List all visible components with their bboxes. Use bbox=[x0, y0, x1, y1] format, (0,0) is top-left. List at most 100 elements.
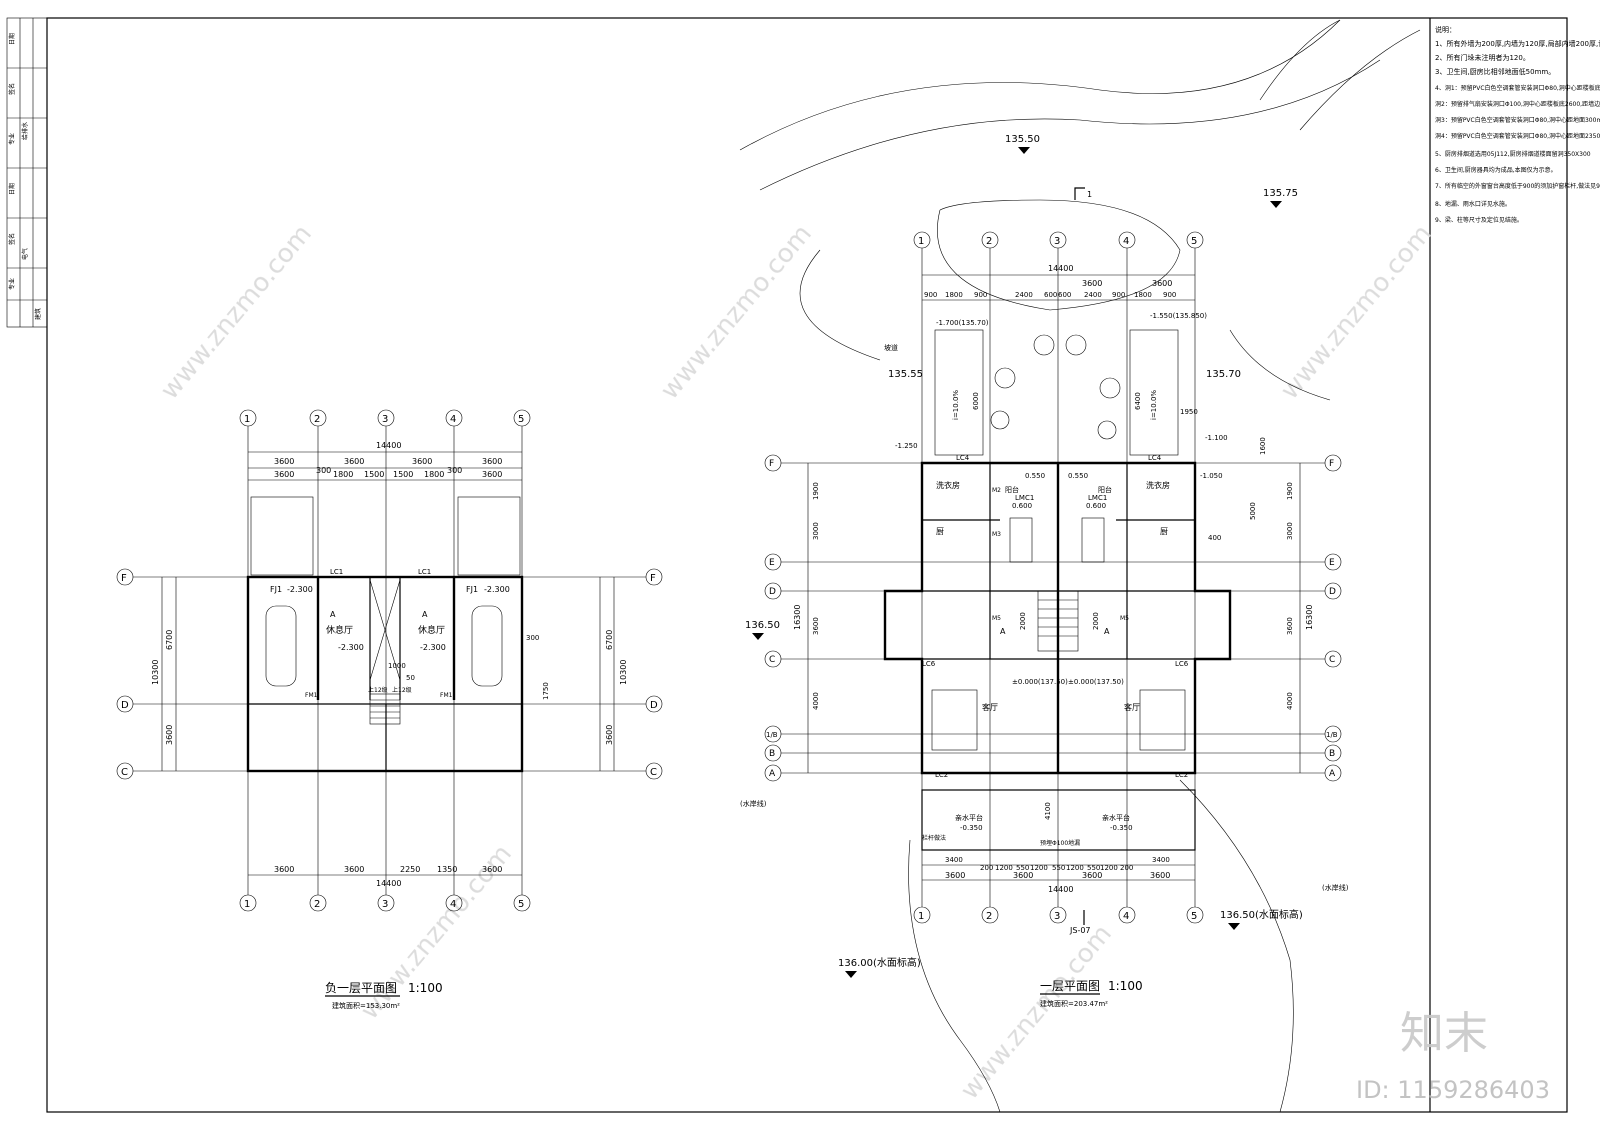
svg-text:1500: 1500 bbox=[364, 470, 384, 479]
svg-text:0.600: 0.600 bbox=[1012, 502, 1032, 510]
svg-text:D: D bbox=[769, 587, 776, 597]
gf-room-kitchen-l: 厨 bbox=[936, 527, 944, 536]
svg-text:200: 200 bbox=[980, 864, 993, 872]
svg-text:5: 5 bbox=[1191, 236, 1197, 247]
svg-text:14400: 14400 bbox=[376, 879, 401, 888]
gf-elev-1: 135.50 bbox=[1005, 134, 1040, 145]
svg-text:FJ1: FJ1 bbox=[466, 585, 478, 594]
svg-text:400: 400 bbox=[1208, 534, 1221, 542]
svg-text:M2: M2 bbox=[992, 487, 1001, 494]
svg-text:2400: 2400 bbox=[1015, 291, 1033, 299]
bsmt-axes-side: F D C F D C bbox=[116, 568, 663, 780]
gf-section-top: 1 bbox=[1087, 190, 1092, 199]
svg-text:E: E bbox=[769, 558, 775, 568]
svg-text:F: F bbox=[650, 573, 656, 584]
tb-row-5: 专业 bbox=[8, 278, 16, 290]
svg-text:A: A bbox=[769, 769, 776, 779]
gf-area: 建筑面积=203.47m² bbox=[1040, 999, 1108, 1008]
note-4c: 洞3：预留PVC白色空调套管安装洞口Φ80,洞中心距地面300mm。 bbox=[1435, 116, 1600, 124]
svg-text:3600: 3600 bbox=[1082, 279, 1102, 288]
svg-text:1200: 1200 bbox=[995, 864, 1013, 872]
svg-text:-1.050: -1.050 bbox=[1200, 472, 1223, 480]
svg-text:栏杆做法: 栏杆做法 bbox=[922, 834, 946, 842]
svg-text:LC6: LC6 bbox=[922, 660, 936, 668]
gf-room-laundry-l: 洗衣房 bbox=[936, 480, 960, 490]
svg-text:300: 300 bbox=[316, 466, 331, 475]
gf-room-platform-l: 亲水平台 bbox=[955, 813, 983, 822]
svg-text:3: 3 bbox=[382, 414, 388, 425]
note-4: 4、洞1：预留PVC白色空调套管安装洞口Φ80,洞中心距楼板底550,距墙边20… bbox=[1435, 84, 1600, 92]
svg-text:1: 1 bbox=[244, 414, 250, 425]
svg-text:上12级: 上12级 bbox=[368, 686, 388, 694]
svg-text:900: 900 bbox=[1112, 291, 1125, 299]
svg-text:C: C bbox=[121, 767, 128, 778]
svg-text:i=10.0%: i=10.0% bbox=[952, 390, 960, 420]
bsmt-scale: 1:100 bbox=[408, 981, 443, 995]
tb-row-2: 专业 bbox=[8, 133, 16, 145]
plan-basement: 1 2 3 4 5 1 2 3 4 5 F D C F D C bbox=[116, 409, 663, 1010]
svg-text:550: 550 bbox=[1016, 864, 1029, 872]
tb-disc-2: 建筑 bbox=[34, 308, 42, 320]
gf-room-living-l: 客厅 bbox=[982, 702, 998, 712]
note-1: 1、所有外墙为200厚,内墙为120厚,局部内墙200厚,详平面图。 bbox=[1435, 39, 1600, 48]
tb-row-4: 签名 bbox=[8, 233, 16, 245]
svg-text:D: D bbox=[1329, 587, 1336, 597]
svg-text:3000: 3000 bbox=[812, 522, 820, 540]
svg-text:上12级: 上12级 bbox=[392, 686, 412, 694]
svg-text:3600: 3600 bbox=[1152, 279, 1172, 288]
wm-site-1: www.znzmo.com bbox=[155, 219, 318, 405]
svg-text:C: C bbox=[1329, 655, 1335, 665]
gf-title: 一层平面图 bbox=[1040, 979, 1100, 993]
svg-text:3: 3 bbox=[1054, 236, 1060, 247]
gf-elev-3: 135.55 bbox=[888, 369, 923, 380]
svg-text:LMC1: LMC1 bbox=[1015, 494, 1034, 502]
svg-text:600: 600 bbox=[1058, 291, 1071, 299]
svg-text:1200: 1200 bbox=[1030, 864, 1048, 872]
site-contours bbox=[739, 19, 1421, 1113]
wm-logo: 知末 bbox=[1400, 1008, 1488, 1059]
svg-text:10300: 10300 bbox=[619, 660, 628, 685]
svg-text:3600: 3600 bbox=[274, 865, 294, 874]
wm-site-5: www.znzmo.com bbox=[955, 919, 1118, 1105]
svg-text:1/B: 1/B bbox=[766, 731, 778, 739]
note-4b: 洞2：预留排气扇安装洞口Φ100,洞中心距楼板底2600,距墙边200; bbox=[1435, 100, 1600, 108]
svg-text:2000: 2000 bbox=[1092, 612, 1100, 630]
wm-id: ID: 1159286403 bbox=[1356, 1076, 1550, 1104]
svg-text:F: F bbox=[769, 459, 774, 469]
svg-text:4: 4 bbox=[450, 899, 456, 910]
svg-text:1600: 1600 bbox=[1259, 437, 1267, 455]
svg-text:300: 300 bbox=[447, 466, 462, 475]
svg-text:F: F bbox=[121, 573, 127, 584]
svg-text:2: 2 bbox=[314, 414, 320, 425]
svg-text:4: 4 bbox=[1123, 911, 1129, 922]
svg-text:3600: 3600 bbox=[482, 865, 502, 874]
note-4d: 洞4：预留PVC白色空调套管安装洞口Φ80,洞中心距地面2350mm。 bbox=[1435, 132, 1600, 140]
svg-text:±0.000(137.50): ±0.000(137.50) bbox=[1068, 678, 1124, 686]
gf-elev-7: 136.00(水面标高) bbox=[838, 956, 921, 969]
svg-text:10300: 10300 bbox=[151, 660, 160, 685]
svg-text:3600: 3600 bbox=[1286, 617, 1294, 635]
note-9: 9、梁、柱等尺寸及定位见结施。 bbox=[1435, 216, 1523, 224]
svg-text:0.550: 0.550 bbox=[1068, 472, 1088, 480]
svg-text:1800: 1800 bbox=[333, 470, 353, 479]
svg-text:900: 900 bbox=[924, 291, 937, 299]
note-7: 7、所有临空的外窗窗台高度低于900的须加护窗栏杆,做法见98J401(25) bbox=[1435, 182, 1600, 190]
svg-text:6000: 6000 bbox=[972, 392, 980, 410]
svg-text:4: 4 bbox=[450, 414, 456, 425]
svg-text:FM1: FM1 bbox=[440, 692, 453, 699]
svg-text:200: 200 bbox=[1120, 864, 1133, 872]
svg-text:E: E bbox=[1329, 558, 1335, 568]
svg-text:A: A bbox=[1000, 627, 1006, 636]
svg-text:3400: 3400 bbox=[945, 856, 963, 864]
svg-text:B: B bbox=[769, 749, 775, 759]
svg-text:F: F bbox=[1329, 459, 1334, 469]
svg-text:3000: 3000 bbox=[1286, 522, 1294, 540]
svg-text:-2.300: -2.300 bbox=[338, 643, 364, 652]
svg-text:1900: 1900 bbox=[812, 482, 820, 500]
svg-text:A: A bbox=[422, 610, 428, 619]
svg-text:LC4: LC4 bbox=[1148, 454, 1162, 462]
bsmt-axes-bottom: 1 2 3 4 5 bbox=[239, 894, 531, 912]
svg-text:1900: 1900 bbox=[1286, 482, 1294, 500]
bsmt-area: 建筑面积=153.30m² bbox=[332, 1001, 400, 1010]
svg-text:3: 3 bbox=[1054, 911, 1060, 922]
